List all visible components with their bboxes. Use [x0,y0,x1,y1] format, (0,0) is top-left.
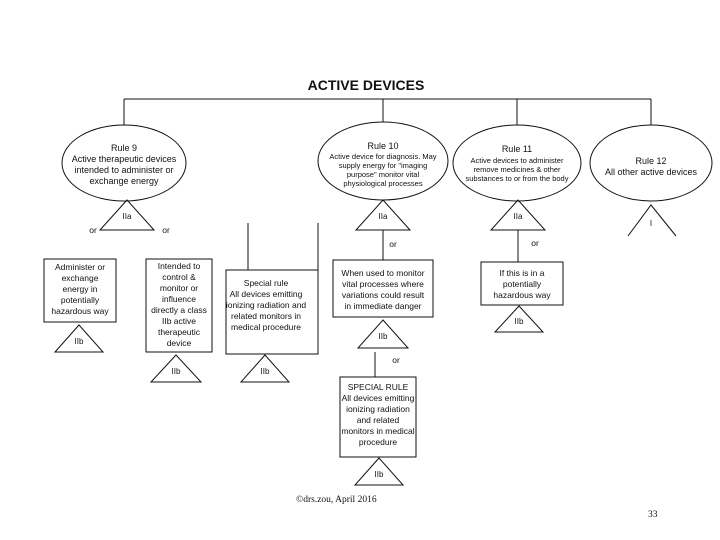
box-administer-line: exchange [62,273,99,283]
box-special-left-line: All devices emitting [230,289,303,299]
box-special-bottom-class: IIb [375,470,384,479]
rule9-desc-line: Active therapeutic devices [72,154,177,164]
box-special-left-class: IIb [261,367,270,376]
box-administer-line: energy in [63,284,98,294]
rule9-desc-line: exchange energy [89,176,159,186]
box-special-bottom-line: monitors in medical [341,426,414,436]
box-special-left-line: related monitors in [231,311,301,321]
box-monitor-class: IIb [379,332,388,341]
diagram-title: ACTIVE DEVICES [308,77,425,93]
box-monitor-line: vital processes where [342,279,424,289]
rule10-desc-line: purpose" monitor vital [347,170,420,179]
box-monitor-line: in immediate danger [344,301,421,311]
rule10-name: Rule 10 [367,141,398,151]
or-label: or [162,225,170,235]
rule11-name: Rule 11 [502,144,532,154]
page-number: 33 [648,510,658,520]
box-special-bottom-line: and related [357,415,400,425]
rule9-desc-line: intended to administer or [74,165,173,175]
or-label: or [389,239,397,249]
box-special-left [225,269,319,355]
box-control-line: therapeutic [158,327,201,337]
box-control-line: influence [162,294,196,304]
rule12-class: I [650,219,652,228]
box-monitor [332,259,434,318]
box-control-line: device [167,338,192,348]
box-hazardous-class: IIb [515,317,524,326]
box-special-bottom [339,376,417,458]
box-special-left-line: medical procedure [231,322,301,332]
box-hazardous-line: If this is in a [500,268,545,278]
rule10-desc-line: Active device for diagnosis. May [329,152,436,161]
box-hazardous-line: potentially [503,279,542,289]
rule11-desc-line: substances to or from the body [466,174,569,183]
box-control-line: Intended to [158,261,201,271]
rule10-desc-line: supply energy for "imaging [339,161,428,170]
box-control-class: IIb [172,367,181,376]
box-hazardous [480,261,564,306]
box-special-left-line: Special rule [244,278,289,288]
rule12-desc-line: All other active devices [605,167,698,177]
box-control-line: control & [162,272,196,282]
box-special-bottom-line: SPECIAL RULE [348,382,409,392]
rule10-class: IIa [379,212,388,221]
box-special-bottom-line: ionizing radiation [346,404,410,414]
box-administer-line: potentially [61,295,100,305]
box-administer-line: hazardous way [51,306,109,316]
rule11-desc-line: remove medicines & other [473,165,561,174]
box-administer [43,258,117,323]
box-monitor-line: When used to monitor [341,268,424,278]
box-monitor-line: variations could result [342,290,425,300]
box-special-bottom-class-triangle [353,457,405,486]
box-special-bottom-line: procedure [359,437,398,447]
rule9-class-triangle [98,199,156,231]
box-special-left-line: ionizing radiation and [226,300,307,310]
box-control-line: IIb active [162,316,196,326]
box-special-left-class-triangle [239,354,291,383]
rule9-ellipse [61,124,187,202]
box-control [145,258,213,353]
box-monitor-class-triangle [356,319,410,349]
rule10-desc-line: physiological processes [343,179,422,188]
or-label: or [89,225,97,235]
box-control-line: monitor or [160,283,198,293]
rule12-class-triangle [627,204,677,237]
rule12-ellipse [589,124,713,202]
box-administer-class-triangle [53,324,105,353]
rule12-name: Rule 12 [635,156,666,166]
rule11-desc-line: Active devices to administer [471,156,564,165]
rule9-name: Rule 9 [111,143,137,153]
box-hazardous-line: hazardous way [493,290,551,300]
rule9-class: IIa [123,212,132,221]
box-administer-class: IIb [75,337,84,346]
box-control-line: directly a class [151,305,207,315]
footer-credit: ©drs.zou, April 2016 [296,495,377,505]
or-label: or [392,355,400,365]
box-administer-line: Administer or [55,262,105,272]
box-special-bottom-line: All devices emitting [342,393,415,403]
or-label: or [531,238,539,248]
box-hazardous-class-triangle [493,305,545,333]
box-control-class-triangle [149,354,203,383]
rule11-class: IIa [514,212,523,221]
